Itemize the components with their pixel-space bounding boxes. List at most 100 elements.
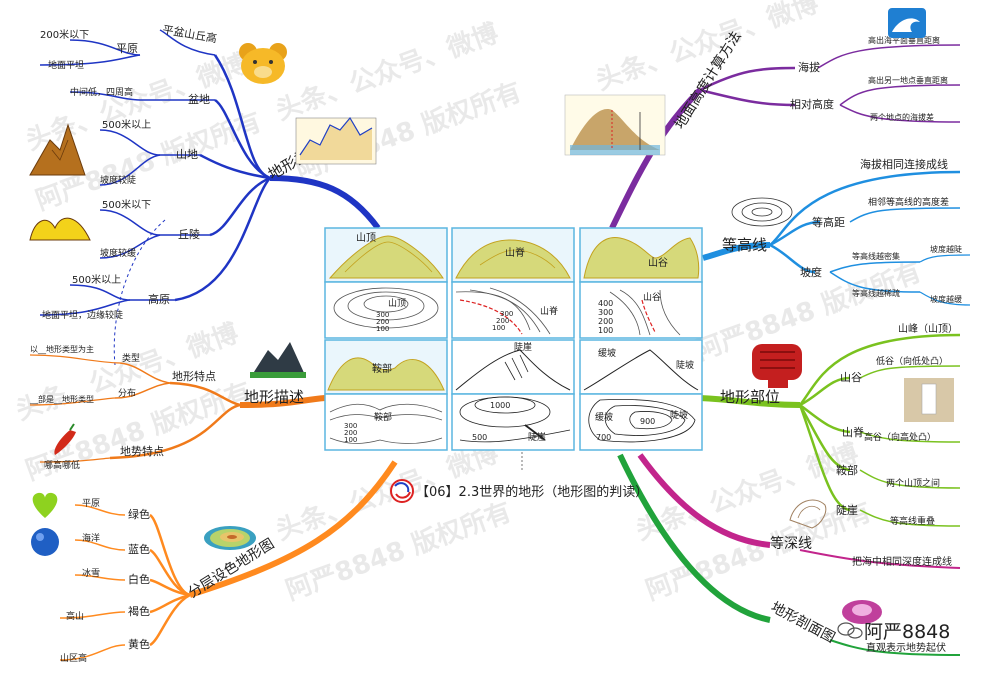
contour-900: 900 <box>640 417 655 426</box>
ridge-3d-label: 山脊 <box>505 246 525 259</box>
brown-c1: 高山 <box>66 610 84 622</box>
steep-3d-label: 陡坡 <box>676 359 694 371</box>
trend-c1: 哪高哪低 <box>44 459 80 471</box>
mountain-peak-icon <box>29 123 86 176</box>
branch-label: 地形描述 <box>244 388 304 406</box>
isobath-swirl-icon <box>842 600 882 624</box>
features-c1-note: 以__地形类型为主 <box>30 344 94 354</box>
branch-isobath: 等深线 把海中相同深度连成线 <box>770 535 952 568</box>
altitude-c1: 高出海平面垂直距离 <box>868 35 940 45</box>
fist-icon <box>752 344 802 388</box>
cliff-3d-label: 陡崖 <box>514 341 532 353</box>
profile-chart-icon <box>295 116 377 165</box>
summit-map-label: 山顶 <box>388 298 406 309</box>
branch-label: 等深线 <box>770 535 812 552</box>
saddle-label: 鞍部 <box>836 463 858 477</box>
seashell-icon <box>789 499 827 529</box>
profile-c1: 直观表示地势起伏 <box>866 641 946 654</box>
slope-label: 坡度 <box>800 265 822 279</box>
valley-3d-label: 山谷 <box>648 257 668 269</box>
plateau-c1: 500米以上 <box>72 273 121 286</box>
trend-label: 地势特点 <box>120 444 164 458</box>
green-c1: 平原 <box>82 498 100 509</box>
plateau-c2: 地面平坦，边缘较陡 <box>42 309 123 321</box>
hill-label: 丘陵 <box>178 228 200 241</box>
branch-layered-map-lines <box>59 460 398 661</box>
branch-contour-lines <box>702 170 971 306</box>
branch-isobath-lines <box>637 453 961 569</box>
basin-label: 盆地 <box>188 92 210 106</box>
contour-100: 100 <box>344 436 357 444</box>
plateau-label: 高原 <box>148 292 170 306</box>
contour-200: 200 <box>496 317 509 325</box>
interval-label: 等高距 <box>812 215 845 229</box>
ridge-c1: 高谷（向高处凸） <box>864 431 936 443</box>
dark-mountain-icon <box>250 342 306 378</box>
signature-text: 阿严8848 <box>864 621 950 643</box>
hill-c2: 坡度较缓 <box>100 247 136 259</box>
center-panels: 山顶 山脊 山谷 山顶 300 200 100 山脊 300 200 100 山… <box>324 227 703 470</box>
branch-landform-parts: 地形部位 山峰（山顶） 山谷 低谷（向低处凸） 山脊 高谷（向高处凸） 鞍部 两… <box>720 323 958 527</box>
contour-300: 300 <box>598 308 613 317</box>
hill-icon <box>29 217 91 241</box>
altitude-label: 海拔 <box>798 60 820 74</box>
contour-400: 400 <box>598 299 613 308</box>
yellow-c1: 山区高 <box>60 652 87 664</box>
ridge-label: 山脊 <box>842 425 864 439</box>
mountain-label: 山地 <box>176 148 198 161</box>
branch-landform-parts-lines <box>699 333 961 527</box>
branch-contour: 等高线 海拔相同连接成线 等高距 相邻等高线的高度差 坡度 等高线越密集 坡度越… <box>722 157 962 304</box>
contour-300: 300 <box>344 422 357 430</box>
interval-c1: 相邻等高线的高度差 <box>868 196 949 208</box>
relative-label: 相对高度 <box>790 97 834 111</box>
contour-100: 100 <box>598 326 613 335</box>
cliff-map-label: 陡崖 <box>528 431 546 443</box>
valley-c1: 低谷（向低处凸） <box>876 355 948 367</box>
altitude-diagram-icon <box>564 94 666 156</box>
cliff-c1: 等高线重叠 <box>890 515 935 527</box>
blue-ball-icon <box>31 528 59 556</box>
features-c2: 分布 <box>118 387 136 399</box>
wechat-icon <box>837 622 863 639</box>
cliff-label: 陡崖 <box>836 504 858 517</box>
summit-3d-label: 山顶 <box>356 232 376 244</box>
contour-200: 200 <box>344 429 357 437</box>
branch-label: 等高线 <box>722 236 767 254</box>
branch-landform-types-lines <box>39 29 381 366</box>
contour-100: 100 <box>492 324 505 332</box>
features-label: 地形特点 <box>172 369 216 383</box>
contour-500: 500 <box>472 433 487 442</box>
hill-c1: 500米以下 <box>102 198 151 211</box>
wave-icon <box>888 8 926 38</box>
gentle-map-label: 缓坡 <box>595 411 613 423</box>
bear-face-icon <box>239 43 287 84</box>
hot-pepper-icon <box>54 423 76 455</box>
relative-c2: 两个地点的海拔差 <box>870 112 934 122</box>
contour-300: 300 <box>376 311 389 319</box>
blue-label: 蓝色 <box>128 542 150 556</box>
contour-1000: 1000 <box>490 401 510 410</box>
white-c1: 冰雪 <box>82 567 100 579</box>
mountain-c1: 500米以上 <box>102 118 151 131</box>
layered-map-icon <box>204 526 256 550</box>
branch-landform-desc-lines <box>29 354 326 463</box>
peak-label: 山峰（山顶） <box>898 323 958 335</box>
slope-c2: 等高线越稀疏 <box>852 288 900 298</box>
page-title: 【06】2.3世界的地形（地形图的判读） <box>416 484 648 500</box>
blue-c1: 海洋 <box>82 532 100 544</box>
saddle-c1: 两个山顶之间 <box>886 477 940 489</box>
mountain-c2: 坡度较陡 <box>100 174 136 186</box>
saddle-3d-label: 鞍部 <box>372 362 392 375</box>
contour-300: 300 <box>500 310 513 318</box>
valley-label: 山谷 <box>840 371 862 384</box>
branch-layered-map: 分层设色地形图 绿色 平原 蓝色 海洋 白色 冰雪 褐色 高山 黄色 山区高 <box>60 498 277 664</box>
branch-profile-lines <box>617 453 961 656</box>
slope-c1-note: 坡度越陡 <box>930 244 962 254</box>
saddle-map-label: 鞍部 <box>374 411 392 423</box>
ridge-map-label: 山脊 <box>540 305 558 317</box>
contour-c1: 海拔相同连接成线 <box>860 157 948 171</box>
steep-map-label: 陡坡 <box>670 409 688 421</box>
valley-map-label: 山谷 <box>643 292 661 303</box>
contour-icon <box>731 197 793 227</box>
